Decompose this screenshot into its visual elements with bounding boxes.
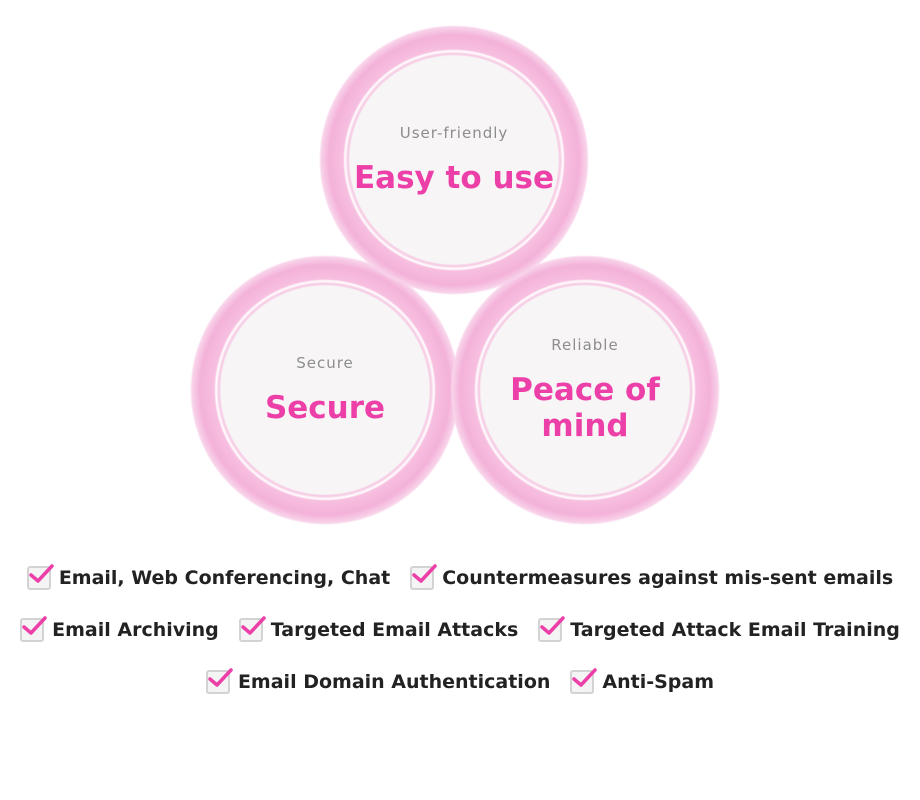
feature-label: Countermeasures against mis-sent emails <box>442 567 894 589</box>
circle-subtitle: Reliable <box>551 336 619 354</box>
circle-subtitle: User-friendly <box>399 124 509 142</box>
feature-item: Email Domain Authentication <box>205 668 551 694</box>
circle-easy-to-use: User-friendly Easy to use <box>319 25 589 295</box>
feature-label: Targeted Email Attacks <box>270 619 519 641</box>
feature-label: Email Domain Authentication <box>237 671 551 693</box>
circle-title: Easy to use <box>353 160 554 196</box>
feature-label: Email Archiving <box>52 619 219 641</box>
circle-peace-of-mind: Reliable Peace of mind <box>450 255 720 525</box>
checkbox-checked-icon <box>20 616 47 642</box>
feature-item: Countermeasures against mis-sent emails <box>410 564 894 590</box>
feature-item: Targeted Attack Email Training <box>538 616 900 642</box>
checkbox-checked-icon <box>538 616 566 642</box>
feature-row: Email Domain Authentication Anti-Spam <box>0 668 920 694</box>
feature-item: Email, Web Conferencing, Chat <box>26 564 391 590</box>
circle-subtitle: Secure <box>296 354 354 372</box>
feature-item: Anti-Spam <box>570 668 715 694</box>
checkbox-checked-icon <box>410 564 437 590</box>
circle-title: Peace of mind <box>510 372 660 444</box>
feature-item: Targeted Email Attacks <box>238 616 519 642</box>
checkbox-checked-icon <box>205 668 233 694</box>
circle-title: Secure <box>264 390 386 426</box>
feature-label: Targeted Attack Email Training <box>570 619 900 641</box>
feature-row: Email, Web Conferencing, Chat Countermeas… <box>0 564 920 590</box>
checkbox-checked-icon <box>238 616 266 642</box>
feature-row: Email Archiving Targeted Email Attacks Tar… <box>0 616 920 642</box>
circle-secure: Secure Secure <box>190 255 460 525</box>
feature-label: Email, Web Conferencing, Chat <box>58 567 391 589</box>
feature-label: Anti-Spam <box>602 671 715 693</box>
checkbox-checked-icon <box>570 668 598 694</box>
checkbox-checked-icon <box>26 564 54 590</box>
feature-item: Email Archiving <box>20 616 219 642</box>
